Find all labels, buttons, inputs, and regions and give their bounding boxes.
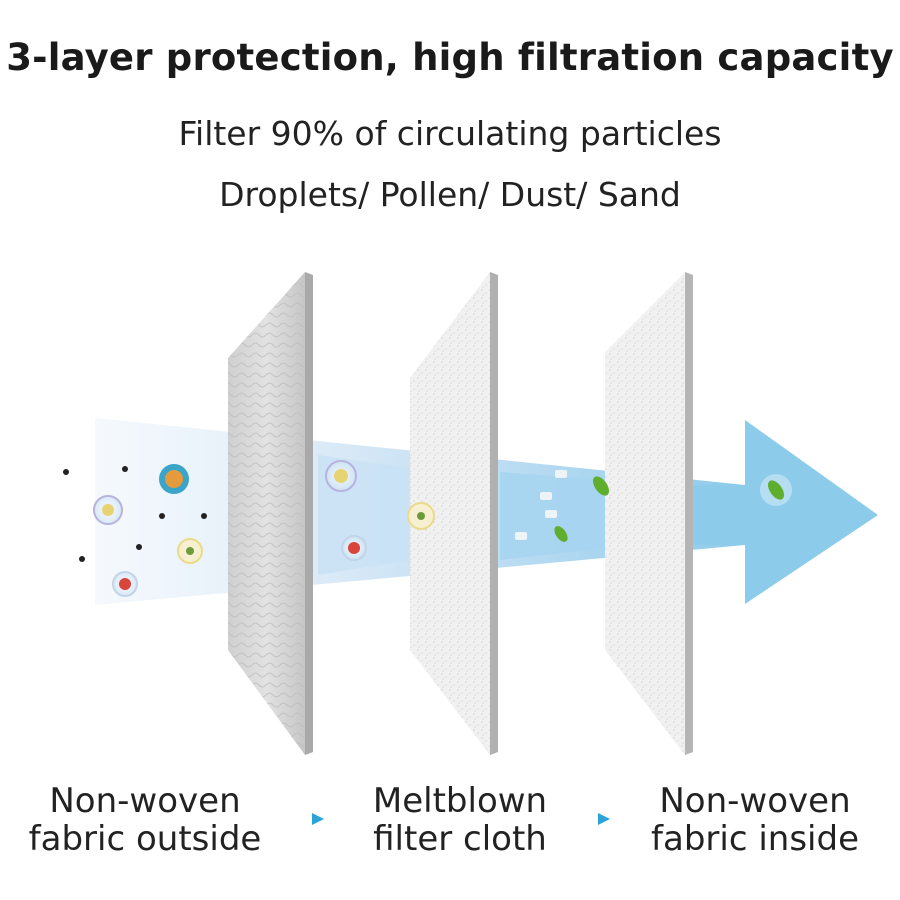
particle-bubbles (93, 460, 435, 597)
subtitle-line-1: Filter 90% of circulating particles (178, 114, 722, 153)
filtered-flecks (515, 470, 567, 540)
triangle-right-icon (598, 813, 610, 825)
layer-non-woven-inside (605, 272, 693, 755)
leaf-icon (554, 474, 792, 542)
caption-non-woven-outside: Non-woven fabric outside (28, 781, 262, 859)
caption-meltblown: Meltblown filter cloth (372, 781, 548, 859)
filtration-diagram (63, 272, 878, 755)
headline: 3-layer protection, high filtration capa… (6, 36, 894, 79)
triangle-right-icon (312, 813, 324, 825)
clean-air-arrow (693, 420, 878, 604)
layer-non-woven-outside (228, 272, 313, 755)
dust-particles (63, 466, 207, 562)
layer-meltblown (410, 272, 498, 755)
caption-non-woven-inside: Non-woven fabric inside (651, 781, 859, 859)
subtitle-line-2: Droplets/ Pollen/ Dust/ Sand (219, 175, 681, 214)
